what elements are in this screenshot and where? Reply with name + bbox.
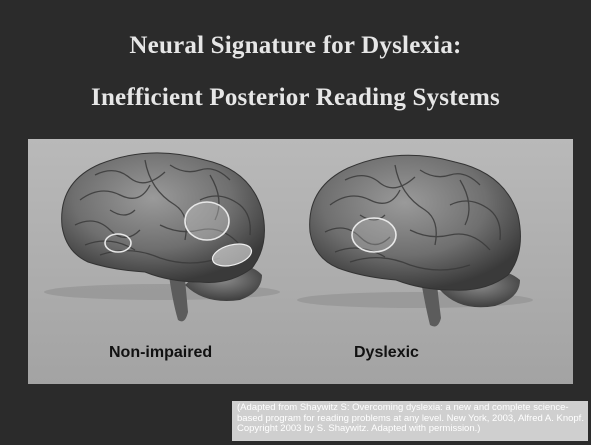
- right-frontal-highlight: [352, 218, 396, 252]
- dyslexic-label: Dyslexic: [354, 344, 419, 362]
- caption-text: (Adapted from Shaywitz S: Overcoming dys…: [237, 403, 589, 435]
- left-parietotemporal-highlight: [185, 202, 229, 240]
- left-brain-drawing: [44, 153, 280, 322]
- non-impaired-label: Non-impaired: [109, 344, 212, 362]
- right-brain-drawing: [297, 155, 533, 326]
